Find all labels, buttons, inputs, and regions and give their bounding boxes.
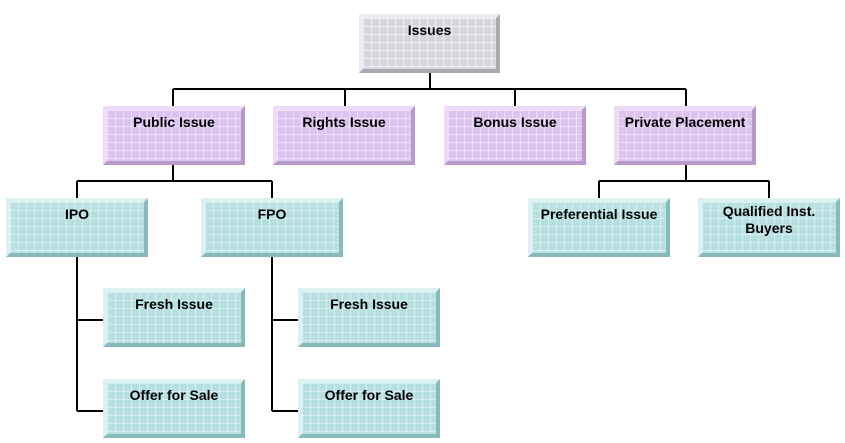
node-fpo-offer-for-sale: Offer for Sale (298, 379, 440, 438)
node-preferential-issue-label: Preferential Issue (540, 206, 658, 222)
node-public-issue: Public Issue (103, 106, 245, 165)
node-bonus-issue-label: Bonus Issue (473, 114, 557, 130)
node-fpo-fresh-issue: Fresh Issue (298, 288, 440, 347)
node-qualified-inst-buyers-label: Qualified Inst. Buyers (722, 203, 816, 236)
node-public-issue-label: Public Issue (133, 114, 215, 130)
node-issues-label: Issues (407, 22, 452, 38)
node-rights-issue-label: Rights Issue (302, 114, 386, 130)
node-fpo: FPO (201, 198, 343, 257)
node-ipo-fresh-issue: Fresh Issue (103, 288, 245, 347)
node-fpo-offer-for-sale-label: Offer for Sale (324, 387, 414, 403)
node-issues: Issues (359, 14, 500, 73)
node-fpo-label: FPO (257, 206, 287, 222)
node-bonus-issue: Bonus Issue (444, 106, 586, 165)
node-private-placement-label: Private Placement (624, 114, 746, 130)
node-preferential-issue: Preferential Issue (528, 198, 670, 257)
node-ipo-offer-for-sale-label: Offer for Sale (129, 387, 219, 403)
node-ipo: IPO (6, 198, 148, 257)
node-ipo-label: IPO (64, 206, 90, 222)
node-ipo-fresh-issue-label: Fresh Issue (135, 296, 213, 312)
node-private-placement: Private Placement (614, 106, 756, 165)
node-fpo-fresh-issue-label: Fresh Issue (330, 296, 408, 312)
node-rights-issue: Rights Issue (273, 106, 415, 165)
node-ipo-offer-for-sale: Offer for Sale (103, 379, 245, 438)
node-qualified-inst-buyers: Qualified Inst. Buyers (698, 198, 840, 257)
